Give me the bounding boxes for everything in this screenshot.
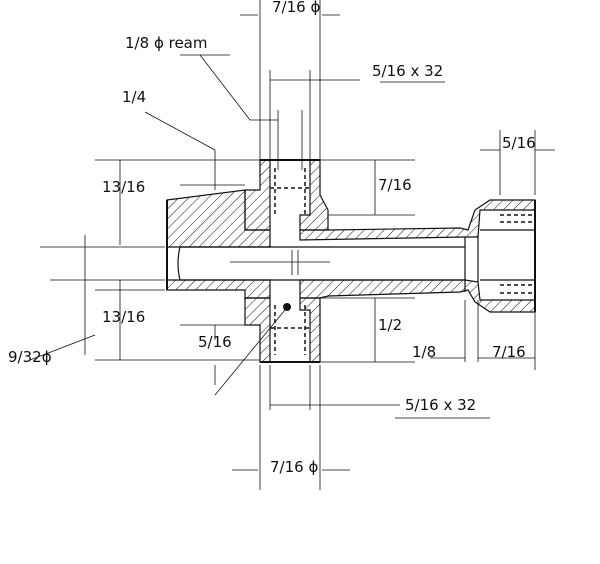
- part-section: [166, 159, 536, 363]
- right-boss-len-label: 7/16: [492, 343, 526, 361]
- bottom-thread-label: 5/16 x 32: [405, 396, 477, 414]
- rs-num: 1: [412, 343, 422, 361]
- bottom-wall-label: 5/16: [198, 333, 232, 351]
- left-upper-label: 13/16: [102, 178, 146, 196]
- bw-num: 5: [198, 333, 208, 351]
- body-lower-wall-right: [299, 279, 536, 313]
- chamfer-num: 1: [122, 88, 132, 106]
- body-upper-wall: [166, 189, 271, 248]
- lu-den: 16: [126, 178, 146, 196]
- top-thread-label: 5/16 x 32: [372, 62, 444, 80]
- bthr-den: 16: [419, 396, 439, 414]
- lower-boss-right-wall: [299, 297, 321, 363]
- rbl-den: 16: [506, 343, 526, 361]
- top-dia-sym: ϕ: [310, 0, 321, 16]
- bthr-num: 5: [405, 396, 415, 414]
- dimension-lines: [29, 0, 555, 490]
- bottom-boss-height-label: 1/2: [378, 316, 403, 334]
- bht-num: 7: [378, 176, 388, 194]
- bbh-den: 2: [392, 316, 403, 334]
- rs-den: 8: [426, 343, 437, 361]
- boss-height-top-label: 7/16: [378, 176, 412, 194]
- body-lower-wall: [166, 279, 271, 299]
- chamfer-label: 1/4: [122, 88, 147, 106]
- bore-num: 9: [8, 348, 18, 366]
- rel-num: 5: [502, 134, 512, 152]
- lu-num: 13: [102, 178, 122, 196]
- bbh-num: 1: [378, 316, 388, 334]
- rbl-num: 7: [492, 343, 502, 361]
- bht-den: 16: [392, 176, 412, 194]
- bottom-bore-dia-label: 7/16 ϕ: [270, 458, 319, 476]
- bthr-pitch: x 32: [443, 396, 477, 414]
- ll-den: 16: [126, 308, 146, 326]
- top-thr-den: 16: [386, 62, 406, 80]
- chamfer-den: 4: [136, 88, 147, 106]
- body-upper-wall-right: [299, 199, 536, 241]
- rel-den: 16: [516, 134, 536, 152]
- ream-num: 1: [125, 34, 135, 52]
- ream-label: 1/8 ϕ ream: [125, 34, 208, 52]
- top-dia-num: 7: [272, 0, 282, 16]
- bore-sym: ϕ: [41, 348, 52, 366]
- right-step-label: 1/8: [412, 343, 437, 361]
- lower-boss-left-wall: [244, 297, 271, 363]
- left-lower-label: 13/16: [102, 308, 146, 326]
- bdia-sym: ϕ: [308, 458, 319, 476]
- bdia-den: 16: [284, 458, 304, 476]
- ream-hole-mark: [283, 303, 291, 311]
- ll-num: 13: [102, 308, 122, 326]
- upper-boss-left-wall: [244, 159, 271, 231]
- right-end-len-label: 5/16: [502, 134, 536, 152]
- bw-den: 16: [212, 333, 232, 351]
- top-dia-den: 16: [286, 0, 306, 16]
- ream-note: ϕ ream: [153, 34, 208, 52]
- top-bore-dia-label: 7/16 ϕ: [272, 0, 321, 16]
- ream-den: 8: [139, 34, 150, 52]
- top-thr-pitch: x 32: [410, 62, 444, 80]
- bore-den: 32: [22, 348, 42, 366]
- bore-dia-label: 9/32ϕ: [8, 348, 52, 366]
- top-thr-num: 5: [372, 62, 382, 80]
- upper-boss-right-wall: [299, 159, 329, 231]
- bdia-num: 7: [270, 458, 280, 476]
